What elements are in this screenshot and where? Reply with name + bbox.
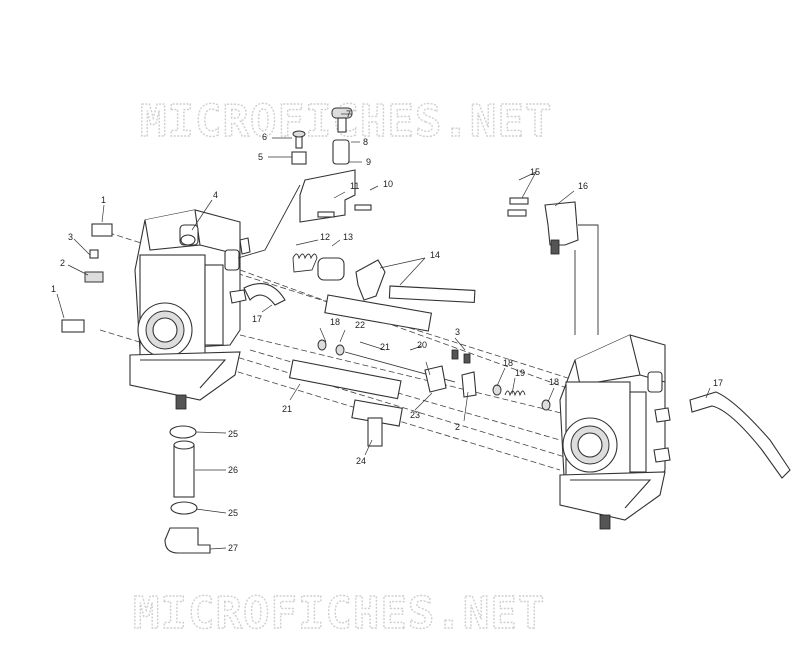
callout-6: 6 (262, 132, 267, 142)
callout-14: 14 (430, 250, 440, 260)
callout-10: 10 (383, 179, 393, 189)
callout-3-left: 3 (68, 232, 73, 242)
callout-4: 4 (213, 190, 218, 200)
left-fasteners (61, 223, 113, 333)
callout-2-left: 2 (60, 258, 65, 268)
callout-9: 9 (366, 157, 371, 167)
callout-11: 11 (350, 181, 359, 191)
callout-15: 15 (530, 167, 540, 177)
callout-19: 19 (515, 368, 525, 378)
callout-20: 20 (417, 340, 427, 350)
callout-8: 8 (363, 137, 368, 147)
callout-17-right: 17 (713, 378, 723, 388)
callout-18-right: 18 (549, 377, 559, 387)
callout-22: 22 (355, 320, 365, 330)
callout-18-middle: 18 (503, 358, 513, 368)
callout-18-left: 18 (330, 317, 340, 327)
callout-3-middle: 3 (455, 327, 460, 337)
callout-25-top: 25 (228, 429, 238, 439)
top-bracket-assembly (237, 107, 372, 259)
callout-21-upper: 21 (380, 342, 390, 352)
watermark-bottom: MICROFICHES.NET (133, 588, 545, 639)
callout-12: 12 (320, 232, 330, 242)
callout-5: 5 (258, 152, 263, 162)
callout-27: 27 (228, 543, 238, 553)
t-fitting-24 (351, 399, 403, 447)
callout-labels: 1 1 2 2 3 3 4 5 6 7 8 9 10 11 12 13 14 1… (51, 109, 723, 553)
shafts-and-tubes (288, 294, 456, 400)
callout-26: 26 (228, 465, 238, 475)
right-carburetor (559, 334, 671, 530)
synchronizer-parts (424, 349, 551, 411)
callout-17-left: 17 (252, 314, 262, 324)
springs-and-cams (292, 253, 476, 304)
callout-7: 7 (346, 109, 351, 119)
callout-16: 16 (578, 181, 588, 191)
left-carburetor (129, 209, 251, 410)
callout-1-top: 1 (101, 195, 106, 205)
right-bracket (507, 197, 599, 335)
leader-lines (56, 113, 711, 550)
callout-25-bottom: 25 (228, 508, 238, 518)
hoses (243, 283, 791, 479)
callout-1-bottom: 1 (51, 284, 56, 294)
callout-24: 24 (356, 456, 366, 466)
bottom-hose-assembly (164, 425, 211, 554)
callout-13: 13 (343, 232, 353, 242)
callout-21-lower: 21 (282, 404, 292, 414)
callout-2-middle: 2 (455, 422, 460, 432)
callout-23: 23 (410, 410, 420, 420)
